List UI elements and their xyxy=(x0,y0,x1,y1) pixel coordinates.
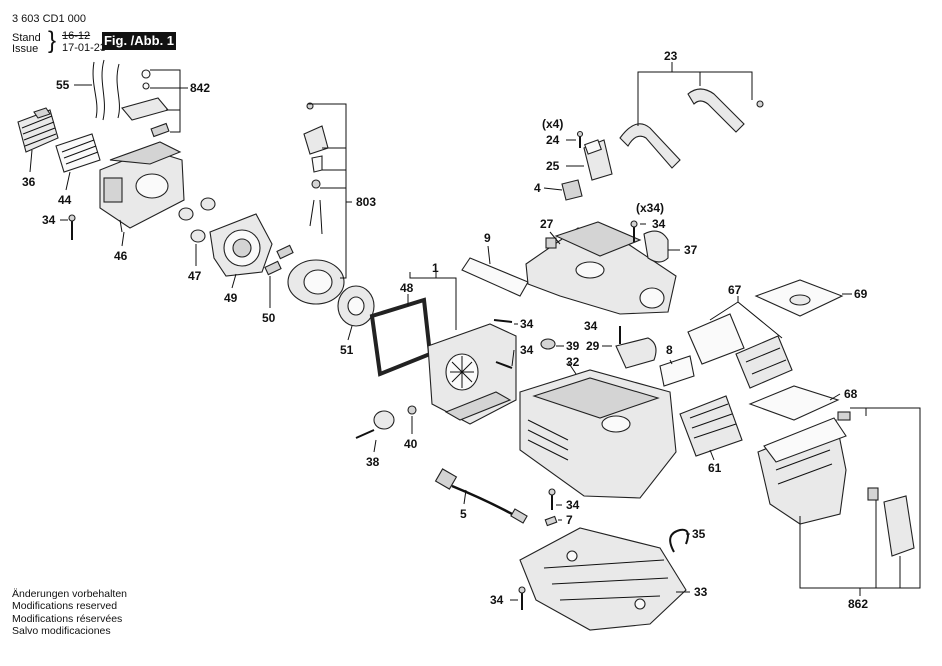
part-61-filter xyxy=(679,395,743,457)
callout-23: 23 xyxy=(664,49,678,63)
part-34-screw xyxy=(68,214,76,240)
part-7-spacer xyxy=(544,515,558,527)
callout-67: 67 xyxy=(728,283,742,297)
stand-date: 16-12 xyxy=(62,30,91,42)
callout-34: 34 xyxy=(584,319,598,333)
callout-47: 47 xyxy=(188,269,202,283)
part-33-base xyxy=(519,527,687,631)
part-38-connector xyxy=(355,410,395,439)
part-46-housing xyxy=(99,141,185,233)
callout-33: 33 xyxy=(694,585,708,599)
part-50-brushes xyxy=(264,244,294,276)
part-39-plug xyxy=(540,338,556,350)
part-1-body xyxy=(427,323,517,425)
callout-68: 68 xyxy=(844,387,858,401)
part-24-screw xyxy=(576,130,584,148)
part-29-hose-adapter xyxy=(615,337,657,369)
figure-badge: Fig. /Abb. 1 xyxy=(102,32,176,50)
part-862-latch xyxy=(837,411,915,557)
callout-35: 35 xyxy=(692,527,706,541)
part-25-bracket xyxy=(583,139,613,181)
part-40-nut xyxy=(407,405,417,415)
part-69-filter-lid xyxy=(754,279,844,317)
callout-49: 49 xyxy=(224,291,238,305)
callout-44: 44 xyxy=(58,193,72,207)
callout-69: 69 xyxy=(854,287,868,301)
part-44-filter xyxy=(55,133,101,173)
callout-50: 50 xyxy=(262,311,276,325)
callout-48: 48 xyxy=(400,281,414,295)
callout-38: 38 xyxy=(366,455,380,469)
part-55-wires xyxy=(92,59,120,121)
modification-notes: Änderungen vorbehalten Modifications res… xyxy=(12,588,127,638)
part-49-fan-shroud xyxy=(209,213,273,277)
callout-34: 34 xyxy=(652,217,666,231)
part-23-handle xyxy=(619,88,764,169)
part-8-label xyxy=(659,355,695,387)
callout-40: 40 xyxy=(404,437,418,451)
note-line: Änderungen vorbehalten xyxy=(12,588,128,600)
part-47-bearings xyxy=(178,197,216,243)
part-36-filter-cover xyxy=(17,107,59,153)
callout-36: 36 xyxy=(22,175,36,189)
part-48-gasket xyxy=(369,297,433,377)
part-34-screw xyxy=(548,488,556,510)
stand-label: Stand xyxy=(12,32,41,44)
part-34-screw xyxy=(630,220,638,242)
callout-32: 32 xyxy=(566,355,580,369)
callout-8: 8 xyxy=(666,343,673,357)
callout-1: 1 xyxy=(432,261,439,275)
callout-862: 862 xyxy=(848,597,868,611)
callout-24: 24 xyxy=(546,133,560,147)
callout-55: 55 xyxy=(56,78,70,92)
callout-37: 37 xyxy=(684,243,698,257)
doc-number: 3 603 CD1 000 xyxy=(12,13,86,25)
part-container xyxy=(757,417,847,525)
part-4-switch xyxy=(561,179,583,201)
callout-9: 9 xyxy=(484,231,491,245)
callout-25: 25 xyxy=(546,159,560,173)
callout-34: 34 xyxy=(520,343,534,357)
callout-39: 39 xyxy=(566,339,580,353)
callout-x34: (x34) xyxy=(636,201,664,215)
callout-34: 34 xyxy=(566,498,580,512)
brace-glyph: } xyxy=(48,27,57,54)
issue-date: 17-01-23 xyxy=(62,42,107,54)
part-34-screw xyxy=(493,319,621,369)
part-51-fan xyxy=(337,285,375,327)
callout-34: 34 xyxy=(520,317,534,331)
callout-4: 4 xyxy=(534,181,541,195)
callout-27: 27 xyxy=(540,217,554,231)
note-line: Modifications réservées xyxy=(12,612,123,625)
part-35-clip xyxy=(669,528,689,553)
leader-lines xyxy=(29,62,921,601)
part-9-strip xyxy=(461,257,529,297)
callout-34: 34 xyxy=(490,593,504,607)
callout-labels: 55 842 36 44 34 46 47 49 50 803 51 48 1 … xyxy=(22,49,868,611)
part-842-switch xyxy=(121,69,170,138)
part-34-screw xyxy=(518,586,526,610)
callout-x4: (x4) xyxy=(542,117,563,131)
callout-5: 5 xyxy=(460,507,467,521)
callout-29: 29 xyxy=(586,339,600,353)
callout-61: 61 xyxy=(708,461,722,475)
callout-34: 34 xyxy=(42,213,56,227)
callout-803: 803 xyxy=(356,195,376,209)
note-line: Salvo modificaciones xyxy=(12,625,111,638)
callout-46: 46 xyxy=(114,249,128,263)
part-27-top-cover xyxy=(525,221,677,315)
issue-label: Issue xyxy=(12,43,39,55)
part-5-cord xyxy=(434,468,528,524)
callout-7: 7 xyxy=(566,513,573,527)
part-803-motor xyxy=(287,102,345,305)
callout-842: 842 xyxy=(190,81,210,95)
part-68-gasket xyxy=(748,385,840,421)
part-67-filter-set xyxy=(687,313,793,389)
callout-51: 51 xyxy=(340,343,354,357)
note-line: Modifications reserved xyxy=(12,600,118,613)
part-32-chassis xyxy=(519,369,677,499)
part-37-inlet xyxy=(643,230,669,263)
